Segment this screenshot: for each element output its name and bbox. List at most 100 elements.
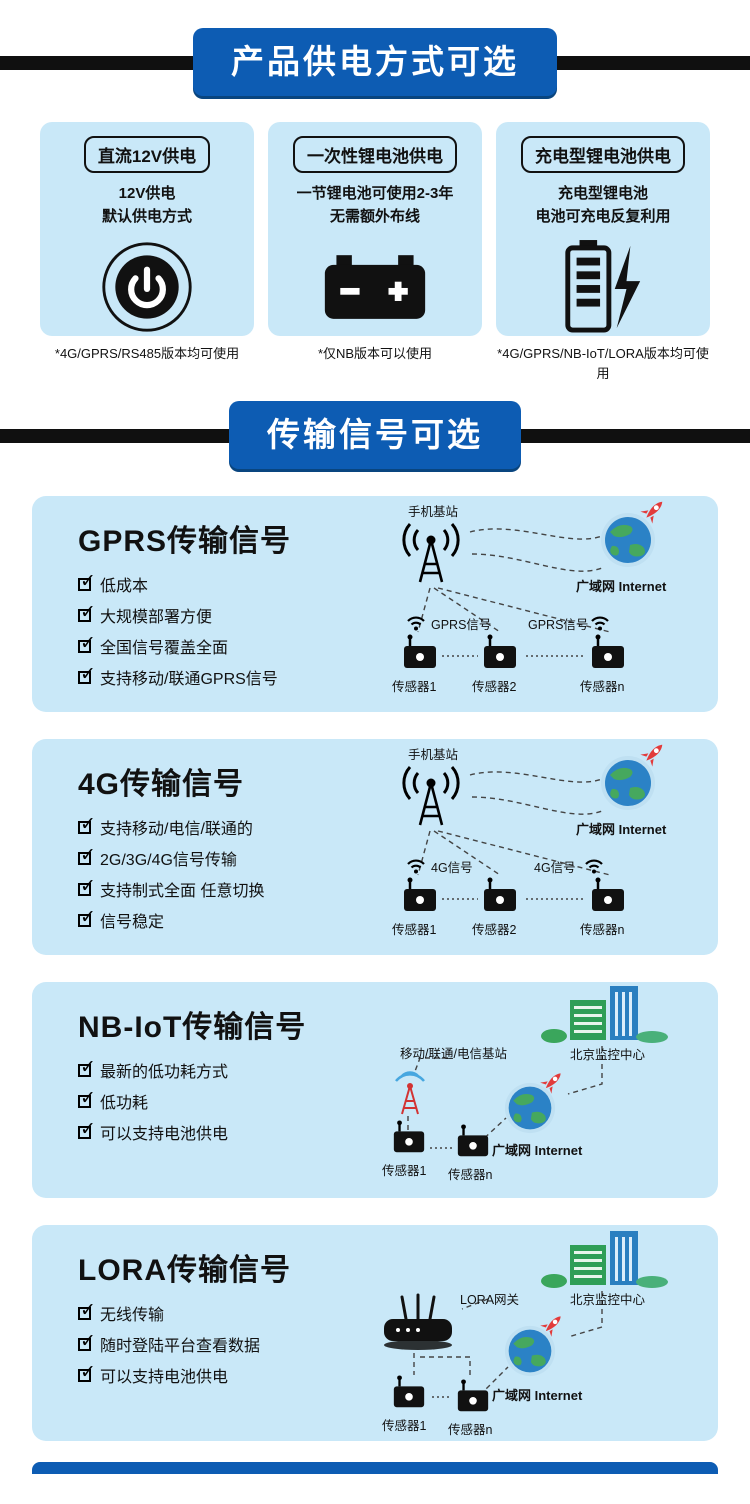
sensor-icon: [588, 877, 628, 915]
feature-text: 全国信号覆盖全面: [100, 640, 229, 657]
power-card-rechargeable: 充电型锂电池供电 充电型锂电池 电池可充电反复利用: [496, 122, 710, 336]
feature-list: 支持移动/电信/联通的 2G/3G/4G信号传输 支持制式全面 任意切换 信号稳…: [78, 813, 343, 932]
checkbox-check-icon: [78, 1299, 96, 1322]
panel-title: GPRS传输信号: [78, 525, 292, 558]
lithium-battery-icon: [276, 237, 474, 337]
connection-lines: [407, 1046, 603, 1149]
sensor-icon: [480, 877, 520, 915]
panel-lora: LORA传输信号 无线传输 随时登陆平台查看数据 可以支持电池供电: [32, 1225, 718, 1441]
checkbox-check-icon: [78, 663, 96, 686]
footnote: *4G/GPRS/NB-IoT/LORA版本均可使用: [497, 346, 709, 381]
lora-network-diagram: 北京监控中心 LORA网关: [330, 1225, 710, 1441]
sensor-label: 传感器n: [448, 1168, 493, 1182]
panel-nbiot: NB-IoT传输信号 最新的低功耗方式 低功耗 可以支持电池供电: [32, 982, 718, 1198]
globe-icon: [600, 755, 656, 811]
sensor-icon: [480, 634, 520, 672]
sensor-icon: [454, 1124, 492, 1160]
checkbox-check-icon: [78, 570, 96, 593]
cell-tower-icon: [392, 516, 470, 588]
card-desc-line: 一节锂电池可使用2-3年: [296, 185, 454, 202]
sensor-icon: [454, 1379, 492, 1415]
rocket-icon: [638, 496, 668, 526]
checkbox-check-icon: [78, 632, 96, 655]
gprs-network-diagram: 手机基站: [330, 496, 710, 712]
sensor-label: 传感器2: [472, 923, 517, 937]
card-desc-line: 12V供电: [118, 185, 176, 202]
power-cards-row: 直流12V供电 12V供电 默认供电方式 一次性锂电池供电 一节锂电池可使用2-…: [0, 122, 750, 336]
feature-text: 信号稳定: [100, 914, 165, 931]
feature-list: 无线传输 随时登陆平台查看数据 可以支持电池供电: [78, 1299, 343, 1387]
card-desc-line: 充电型锂电池: [557, 185, 648, 202]
checkbox-check-icon: [78, 1087, 96, 1110]
rocket-icon: [538, 1311, 566, 1339]
power-card-lithium: 一次性锂电池供电 一节锂电池可使用2-3年 无需额外布线: [268, 122, 482, 336]
power-section-header: 产品供电方式可选: [0, 28, 750, 96]
wifi-icon: [588, 612, 612, 632]
sensor-label: 传感器1: [392, 923, 437, 937]
connection-lines: [413, 1291, 603, 1398]
station-label: 移动/联通/电信基站: [400, 1047, 507, 1061]
sensor-icon: [390, 1375, 428, 1411]
sensor-icon: [400, 634, 440, 672]
feature-text: 随时登陆平台查看数据: [100, 1338, 261, 1355]
monitor-center-label: 北京监控中心: [570, 1048, 646, 1062]
nb-base-station-icon: [388, 1064, 432, 1118]
power-button-icon: [48, 237, 246, 337]
rocket-icon: [538, 1068, 566, 1096]
panel-4g: 4G传输信号 支持移动/电信/联通的 2G/3G/4G信号传输 支持制式全面 任…: [32, 739, 718, 955]
card-desc-line: 电池可充电反复利用: [535, 208, 671, 226]
panel-gprs: GPRS传输信号 低成本 大规模部署方便 全国信号覆盖全面 支持移动/联通GPR…: [32, 496, 718, 712]
connection-lines: [417, 528, 611, 657]
signal-label: GPRS信号: [431, 618, 492, 632]
feature-list: 最新的低功耗方式 低功耗 可以支持电池供电: [78, 1056, 343, 1144]
sensor-label: 传感器1: [392, 680, 437, 694]
card-desc-line: 默认供电方式: [101, 208, 192, 226]
cell-tower-icon: [392, 759, 470, 831]
rechargeable-battery-icon: [504, 237, 702, 337]
checkbox-check-icon: [78, 906, 96, 929]
globe-icon: [600, 512, 656, 568]
sensor-icon: [588, 634, 628, 672]
globe-icon: [504, 1325, 556, 1377]
monitor-center-label: 北京监控中心: [570, 1293, 646, 1307]
power-section-title: 产品供电方式可选: [193, 28, 557, 96]
checkbox-check-icon: [78, 601, 96, 624]
signal-label: GPRS信号: [528, 618, 589, 632]
feature-text: 可以支持电池供电: [100, 1369, 229, 1386]
feature-text: 低成本: [100, 578, 149, 595]
feature-text: 最新的低功耗方式: [100, 1064, 229, 1081]
sensor-label: 传感器n: [448, 1423, 493, 1437]
feature-text: 低功耗: [100, 1095, 149, 1112]
feature-text: 可以支持电池供电: [100, 1126, 229, 1143]
feature-text: 支持制式全面 任意切换: [100, 883, 265, 900]
checkbox-check-icon: [78, 875, 96, 898]
4g-network-diagram: 手机基站: [330, 739, 710, 955]
router-icon: [378, 1293, 458, 1355]
sensor-label: 传感器1: [382, 1419, 427, 1433]
card-title: 直流12V供电: [83, 136, 211, 173]
card-title: 充电型锂电池供电: [521, 136, 685, 173]
footnote: *仅NB版本可以使用: [317, 346, 433, 361]
connection-lines: [417, 771, 611, 900]
feature-text: 支持移动/联通GPRS信号: [100, 671, 278, 688]
next-section-banner-partial: [32, 1462, 718, 1474]
panel-title: LORA传输信号: [78, 1254, 291, 1287]
sensor-label: 传感器n: [580, 680, 625, 694]
buildings-icon: [540, 984, 670, 1044]
sensor-icon: [400, 877, 440, 915]
feature-text: 支持移动/电信/联通的: [100, 821, 253, 838]
internet-label: 广域网 Internet: [576, 822, 667, 837]
checkbox-check-icon: [78, 1330, 96, 1353]
footnote: *4G/GPRS/RS485版本均可使用: [54, 346, 240, 361]
globe-icon: [504, 1082, 556, 1134]
wifi-icon: [404, 855, 428, 875]
feature-list: 低成本 大规模部署方便 全国信号覆盖全面 支持移动/联通GPRS信号: [78, 570, 343, 689]
signal-section-title: 传输信号可选: [229, 401, 521, 469]
feature-text: 2G/3G/4G信号传输: [100, 852, 237, 869]
signal-section-header: 传输信号可选: [0, 401, 750, 469]
station-label: 手机基站: [408, 505, 459, 519]
sensor-label: 传感器n: [580, 923, 625, 937]
internet-label: 广域网 Internet: [492, 1388, 583, 1403]
station-label: 手机基站: [408, 748, 459, 762]
power-footnotes-row: *4G/GPRS/RS485版本均可使用 *仅NB版本可以使用 *4G/GPRS…: [0, 344, 750, 383]
